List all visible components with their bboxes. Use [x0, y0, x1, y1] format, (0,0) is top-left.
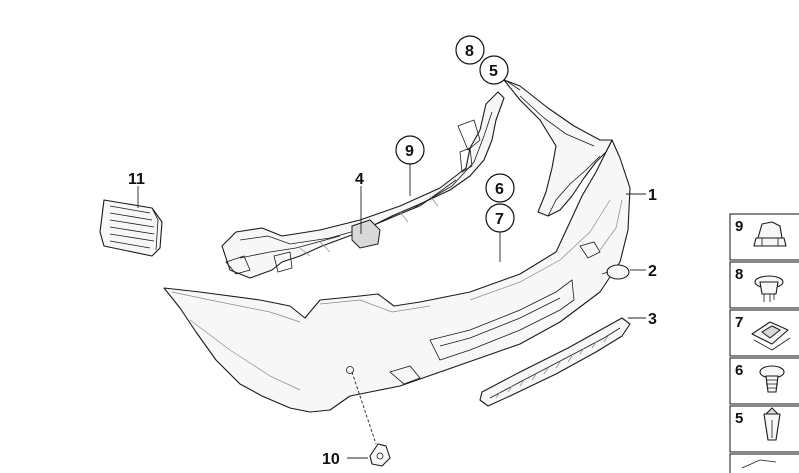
svg-text:5: 5	[489, 63, 498, 80]
svg-text:6: 6	[495, 181, 504, 198]
svg-text:10: 10	[322, 451, 340, 468]
vent-grille-part-11[interactable]	[99, 199, 163, 257]
panel-item-5[interactable]: 5	[729, 405, 799, 453]
tow-hook-cover-part-2[interactable]	[601, 264, 630, 280]
panel-item-6[interactable]: 6	[729, 357, 799, 405]
svg-text:11: 11	[128, 171, 145, 188]
callout-11: 11	[128, 171, 145, 188]
svg-text:7: 7	[735, 314, 743, 331]
svg-text:1: 1	[648, 187, 657, 204]
rear-bumper-panel-part-1[interactable]	[163, 79, 631, 413]
callout-6-circle: 6	[485, 173, 515, 203]
callout-9-circle: 9	[395, 135, 425, 165]
svg-text:9: 9	[735, 218, 743, 235]
panel-item-partial	[729, 453, 799, 473]
svg-text:2: 2	[648, 263, 657, 280]
callout-1: 1	[648, 187, 657, 204]
diffuser-trim-part-3[interactable]	[479, 317, 631, 407]
callout-10: 10	[322, 451, 340, 468]
callout-4: 4	[355, 171, 364, 188]
bumper-carrier-part-4[interactable]	[221, 91, 505, 279]
callout-3: 3	[648, 311, 657, 328]
callout-7-circle: 7	[485, 203, 515, 233]
small-parts-panel: 9 8 7 6	[729, 213, 799, 473]
svg-text:9: 9	[405, 143, 414, 160]
panel-item-8[interactable]: 8	[729, 261, 799, 309]
callout-5-circle: 5	[479, 55, 509, 85]
svg-text:5: 5	[735, 410, 743, 427]
callout-8-circle: 8	[455, 35, 485, 65]
svg-text:4: 4	[355, 171, 364, 188]
svg-text:7: 7	[495, 211, 504, 228]
leader-lines	[137, 79, 646, 459]
svg-text:3: 3	[648, 311, 657, 328]
svg-text:8: 8	[735, 266, 743, 283]
panel-item-7[interactable]: 7	[729, 309, 799, 357]
panel-item-9[interactable]: 9	[729, 213, 799, 261]
clip-part-10[interactable]	[369, 443, 391, 467]
svg-text:6: 6	[735, 362, 743, 379]
callout-2: 2	[648, 263, 657, 280]
svg-text:8: 8	[465, 43, 474, 60]
